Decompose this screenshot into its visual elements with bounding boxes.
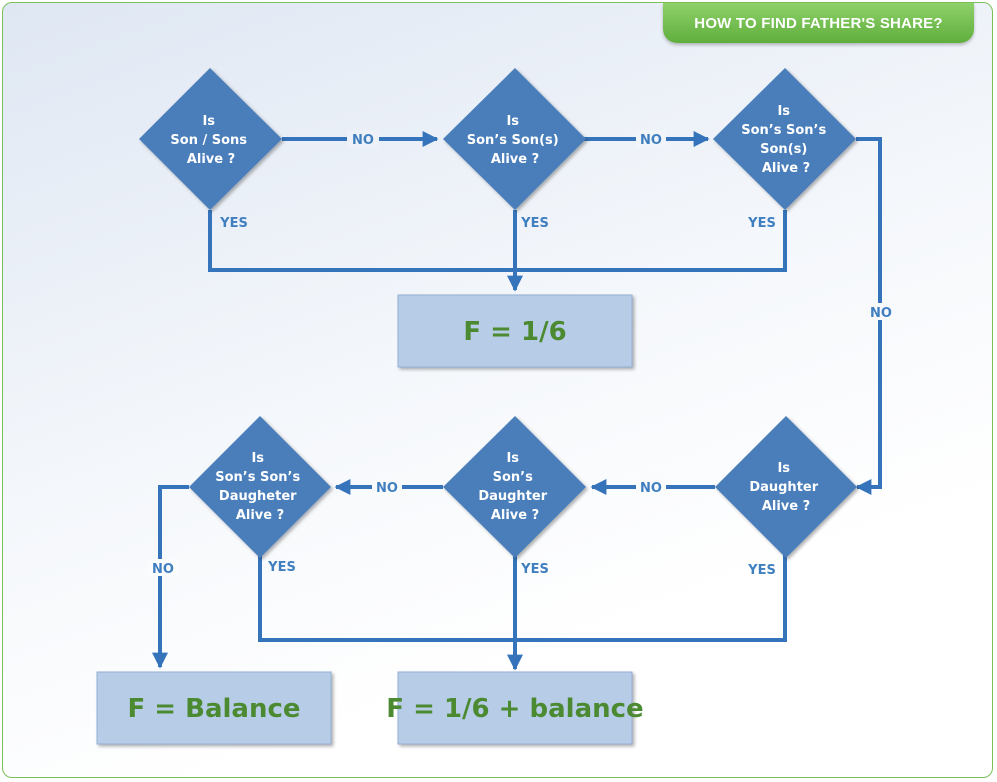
label-yes-d2: YES <box>520 216 549 231</box>
edge-yes-collector-top <box>208 210 787 272</box>
edge-labels: NO NO NO NO NO NO YES YES YES YES YES YE… <box>148 130 896 578</box>
svg-text:Is Son’s Son(s) Al: Is Son’s Son(s) Alive ? <box>467 114 563 167</box>
decision-d5: Is Son’s Daughter Alive ? <box>443 416 586 558</box>
label-no-d5: NO <box>376 481 398 496</box>
svg-text:Is Son’s Daughter: Is Son’s Daughter Alive ? <box>478 451 551 523</box>
decision-d4: Is Daughter Alive ? <box>715 416 857 558</box>
svg-text:Is Son / Sons Aliv: Is Son / Sons Alive ? <box>170 114 251 167</box>
result-r2-text: F = Balance <box>127 694 300 724</box>
edge-yes-collector-bottom <box>258 555 787 642</box>
label-no-d2: NO <box>640 133 662 148</box>
label-no-d4: NO <box>640 481 662 496</box>
label-no-d3: NO <box>870 306 892 321</box>
result-box-r1: F = 1/6 <box>397 294 633 368</box>
decision-d1: Is Son / Sons Alive ? <box>139 68 282 210</box>
label-yes-d3: YES <box>747 216 776 231</box>
svg-text:Is Son’s Son’s Dau: Is Son’s Son’s Daugheter Alive ? <box>215 451 305 523</box>
label-yes-d4: YES <box>747 563 776 578</box>
result-box-r3: F = 1/6 + balance <box>386 671 644 745</box>
decision-d3: Is Son’s Son’s Son(s) Alive ? <box>713 68 856 210</box>
decision-d2: Is Son’s Son(s) Alive ? <box>443 68 586 210</box>
diagram-title: HOW TO FIND FATHER'S SHARE? <box>663 3 974 43</box>
edge-d6-r2 <box>152 485 189 669</box>
svg-text:Is Daughter Alive: Is Daughter Alive ? <box>749 461 822 514</box>
svg-text:Is Son’s Son’s Son: Is Son’s Son’s Son(s) Alive ? <box>741 104 831 176</box>
label-yes-d6: YES <box>267 560 296 575</box>
decision-d6: Is Son’s Son’s Daugheter Alive ? <box>189 416 331 558</box>
result-r3-text: F = 1/6 + balance <box>386 694 643 724</box>
label-yes-d1: YES <box>219 216 248 231</box>
label-no-d6: NO <box>152 562 174 577</box>
label-no-d1: NO <box>352 133 374 148</box>
result-r1-text: F = 1/6 <box>463 317 566 347</box>
label-yes-d5: YES <box>520 562 549 577</box>
result-box-r2: F = Balance <box>96 671 332 745</box>
